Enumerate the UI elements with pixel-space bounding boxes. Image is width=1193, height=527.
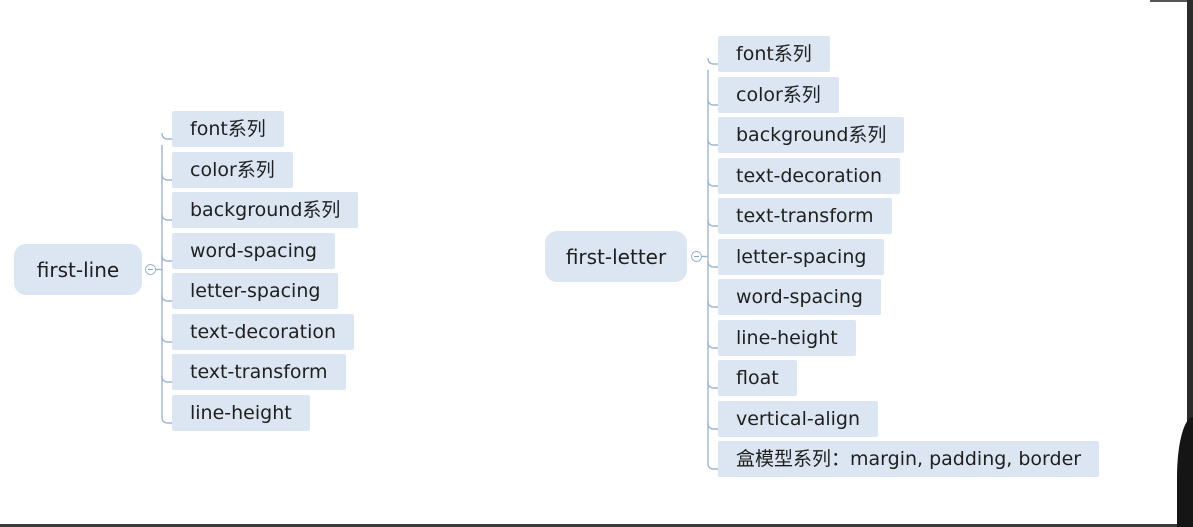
child-node[interactable]: color系列 [172, 152, 293, 188]
connector-branch [161, 213, 172, 221]
child-node[interactable]: vertical-align [718, 401, 879, 437]
root-node-first-line[interactable]: first-line [14, 244, 142, 295]
root-node-first-letter[interactable]: first-letter [545, 231, 687, 282]
connector-branch [707, 300, 718, 308]
connector-branch [707, 57, 718, 65]
window-frame-bottom [0, 524, 1193, 527]
child-node[interactable]: font系列 [172, 111, 284, 147]
collapse-toggle-icon[interactable] [145, 264, 156, 275]
connector-branch [707, 381, 718, 389]
child-node[interactable]: text-transform [718, 198, 892, 234]
child-node[interactable]: 盒模型系列：margin, padding, border [718, 441, 1100, 477]
child-node[interactable]: line-height [718, 320, 856, 356]
child-node[interactable]: color系列 [718, 77, 839, 113]
connector-branch [707, 341, 718, 349]
connector-branch [161, 294, 172, 302]
collapse-toggle-icon[interactable] [691, 251, 702, 262]
connector-branch [707, 462, 718, 470]
child-node[interactable]: font系列 [718, 36, 830, 72]
child-node[interactable]: text-decoration [172, 314, 355, 350]
connector-branch [161, 173, 172, 181]
child-node[interactable]: background系列 [718, 117, 905, 153]
connector-branch [707, 422, 718, 430]
child-node[interactable]: word-spacing [718, 279, 881, 315]
child-node[interactable]: letter-spacing [718, 239, 885, 275]
connector-branch [161, 254, 172, 262]
child-node[interactable]: float [718, 360, 797, 396]
connector-branch [707, 219, 718, 227]
child-node[interactable]: line-height [172, 395, 310, 431]
connector-branch [707, 260, 718, 268]
connector-branch [707, 138, 718, 146]
child-node[interactable]: background系列 [172, 192, 359, 228]
frame-edge [1150, 0, 1187, 2]
child-node[interactable]: letter-spacing [172, 273, 339, 309]
presenter-shadow [1177, 417, 1193, 527]
connector-branch [707, 179, 718, 187]
connector-branch [707, 98, 718, 106]
child-node[interactable]: text-decoration [718, 158, 901, 194]
child-node[interactable]: text-transform [172, 354, 346, 390]
connector-branch [161, 335, 172, 343]
connector-branch [161, 132, 172, 140]
child-node[interactable]: word-spacing [172, 233, 335, 269]
connector-branch [161, 375, 172, 383]
window-frame-right [1187, 0, 1193, 527]
connector-branch [161, 416, 172, 424]
